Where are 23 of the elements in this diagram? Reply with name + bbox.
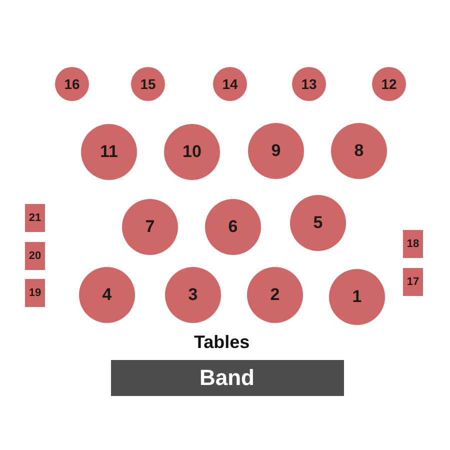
section-label: Tables [194,332,250,353]
round-table: 13 [292,67,326,101]
round-table: 16 [55,67,89,101]
round-table: 3 [165,267,221,323]
round-table: 8 [331,123,387,179]
round-table: 14 [213,67,247,101]
round-table: 5 [290,195,346,251]
round-table: 15 [131,67,165,101]
rectangular-table: 20 [25,242,45,270]
rectangular-table: 17 [403,268,423,296]
round-table: 9 [248,123,304,179]
rectangular-table: 19 [25,279,45,307]
round-table: 2 [247,267,303,323]
round-table: 6 [205,199,261,255]
round-table: 10 [164,124,220,180]
rectangular-table: 18 [403,230,423,258]
rectangular-table: 21 [25,204,45,232]
round-table: 1 [329,269,385,325]
round-table: 12 [372,67,406,101]
stage-block: Band [110,360,344,396]
round-table: 7 [122,199,178,255]
round-table: 11 [81,124,137,180]
round-table: 4 [79,267,135,323]
